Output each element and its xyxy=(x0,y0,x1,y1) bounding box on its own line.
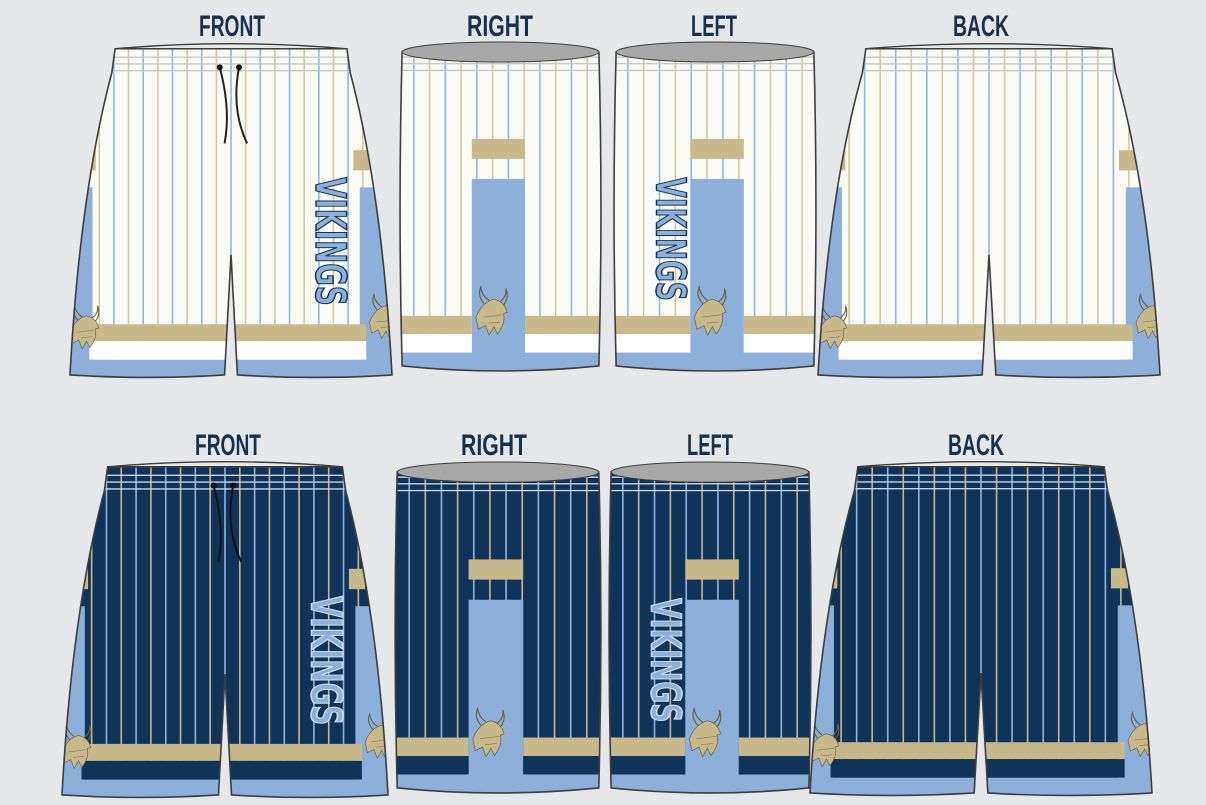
shorts-away-navy-front: VIKINGS xyxy=(61,461,389,799)
hem-band-gold xyxy=(525,315,601,335)
view-label-back: BACK xyxy=(948,429,1004,462)
hem-band-secondary xyxy=(830,759,1125,778)
viking-head-logo-icon xyxy=(475,284,508,337)
hem-band-secondary xyxy=(89,341,367,360)
hem-band-light-blue xyxy=(609,774,811,793)
shorts-outline xyxy=(613,51,817,372)
viking-head-logo-icon xyxy=(70,302,100,350)
side-panel-left xyxy=(70,187,93,378)
shorts-outline xyxy=(608,471,812,794)
drawstring xyxy=(218,67,249,144)
view-label-left: LEFT xyxy=(691,10,737,43)
view-label-back: BACK xyxy=(953,10,1009,43)
shorts-outline xyxy=(61,466,389,799)
side-accent-gold xyxy=(685,559,739,580)
side-panel-light-blue xyxy=(685,599,739,793)
shorts-outline xyxy=(69,47,393,379)
hem-band-gold xyxy=(614,315,691,335)
view-label-left: LEFT xyxy=(687,429,733,462)
hem-band-gold xyxy=(523,737,601,756)
shorts-outline xyxy=(394,471,602,794)
side-accent-gold xyxy=(1118,150,1137,171)
hem-band-light-blue xyxy=(400,352,601,371)
side-panel-left xyxy=(818,187,842,378)
hem-band-secondary xyxy=(525,334,601,353)
side-panel-left xyxy=(62,606,85,798)
drawstring-grommet xyxy=(210,482,217,489)
view-label-front: FRONT xyxy=(195,429,261,462)
drawstring xyxy=(212,485,243,563)
hem-band-gold xyxy=(738,737,811,756)
view-label-right: RIGHT xyxy=(461,429,527,462)
shorts-outline xyxy=(809,465,1153,797)
waistband-opening xyxy=(610,461,810,483)
hem-band-gold xyxy=(395,737,469,756)
hem-band-secondary xyxy=(81,760,362,780)
side-accent-gold xyxy=(348,568,366,590)
viking-head-logo-icon xyxy=(810,720,840,768)
side-accent-gold xyxy=(471,138,526,159)
side-accent-gold xyxy=(468,559,524,580)
shorts-away-navy-right xyxy=(394,461,602,794)
waistband-opening xyxy=(401,41,600,63)
shorts-home-white-right xyxy=(399,41,602,372)
hem-band-secondary xyxy=(400,334,472,353)
waistband-top xyxy=(107,461,343,468)
hem-band-gold xyxy=(609,737,686,756)
hem-band-secondary xyxy=(743,334,816,353)
hem-band-secondary xyxy=(395,756,469,775)
waistband-top xyxy=(865,42,1113,50)
viking-head-logo-icon xyxy=(689,706,722,758)
shorts-away-navy-back xyxy=(809,460,1153,797)
side-accent-gold xyxy=(1110,568,1129,589)
hem-band-secondary xyxy=(523,756,601,775)
shorts-home-white-front: VIKINGS xyxy=(69,42,393,379)
viking-head-logo-icon xyxy=(62,722,92,770)
side-panel-light-blue xyxy=(468,599,524,793)
hem-band-secondary xyxy=(614,334,691,353)
team-wordmark: VIKINGS xyxy=(642,598,690,722)
viking-head-logo-icon xyxy=(818,302,848,350)
team-wordmark: VIKINGS xyxy=(301,596,350,725)
hem-band-secondary xyxy=(609,756,686,775)
waistband-top xyxy=(115,42,347,50)
side-accent-gold xyxy=(690,138,744,159)
shorts-home-white-back xyxy=(817,42,1161,379)
viking-head-logo-icon xyxy=(694,284,727,337)
hem-band-gold xyxy=(743,315,816,335)
side-panel-left xyxy=(810,605,834,796)
side-panel-light-blue xyxy=(690,178,744,371)
hem-band-light-blue xyxy=(614,352,816,371)
drawstring-grommet xyxy=(230,482,237,489)
shorts-outline xyxy=(399,51,602,372)
waistband-opening xyxy=(396,461,600,483)
drawstring-grommet xyxy=(216,64,223,71)
shorts-away-navy-left: VIKINGS xyxy=(608,461,812,794)
view-label-right: RIGHT xyxy=(467,10,533,43)
view-label-front: FRONT xyxy=(199,10,265,43)
waistband-top xyxy=(857,460,1105,468)
shorts-home-white-left: VIKINGS xyxy=(613,41,817,372)
waistband-opening xyxy=(615,41,815,63)
side-accent-gold xyxy=(353,150,370,171)
drawstring-grommet xyxy=(236,64,243,71)
hem-band-gold xyxy=(400,315,472,335)
hem-band-light-blue xyxy=(395,774,601,793)
hem-band-secondary xyxy=(738,756,811,775)
viking-head-logo-icon xyxy=(472,706,505,758)
side-panel-light-blue xyxy=(471,178,526,371)
team-wordmark: VIKINGS xyxy=(306,177,355,305)
shorts-outline xyxy=(817,47,1161,379)
hem-band-secondary xyxy=(838,341,1133,360)
team-wordmark: VIKINGS xyxy=(647,177,695,301)
